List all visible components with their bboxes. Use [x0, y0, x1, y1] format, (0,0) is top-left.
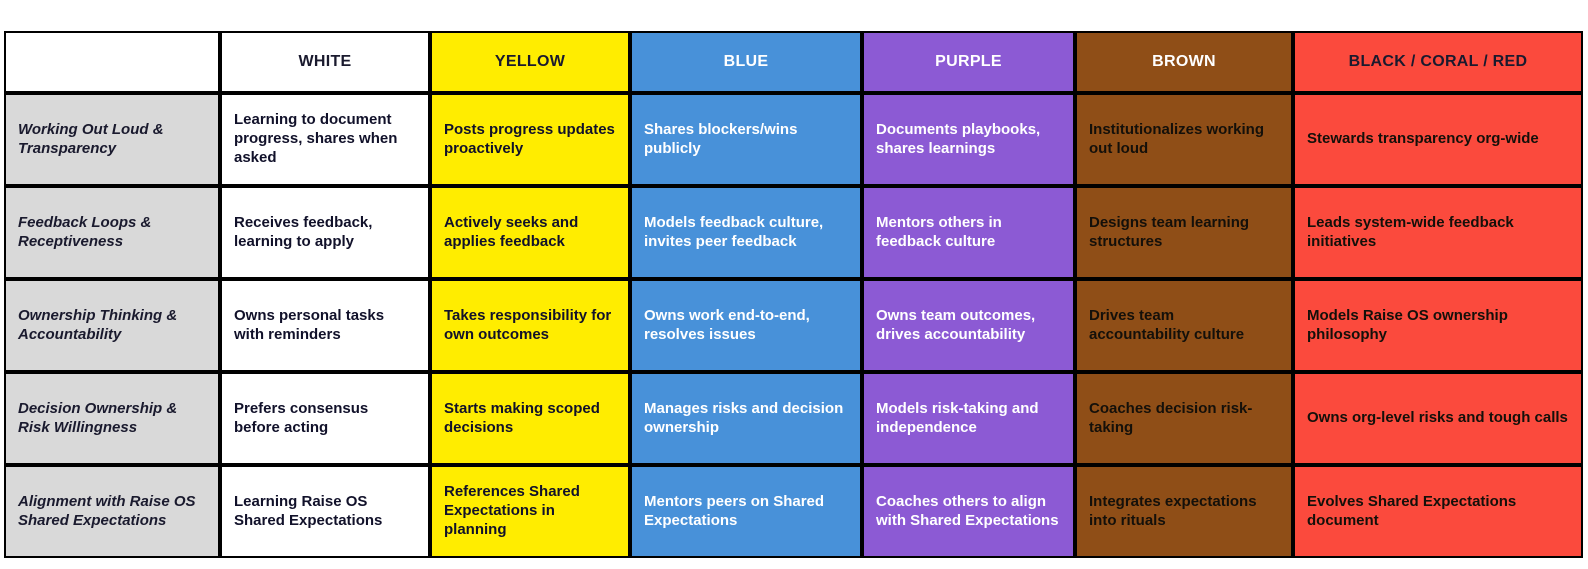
- cell-blue-r5: Mentors peers on Shared Expectations: [630, 465, 862, 558]
- cell-yellow-r3: Takes responsibility for own outcomes: [430, 279, 630, 372]
- cell-purple-r3: Owns team outcomes, drives accountabilit…: [862, 279, 1075, 372]
- cell-white-r3: Owns personal tasks with reminders: [220, 279, 430, 372]
- table-row: Feedback Loops & Receptiveness Receives …: [4, 186, 1583, 279]
- cell-coral-r2: Leads system-wide feedback initiatives: [1293, 186, 1583, 279]
- cell-coral-r4: Owns org-level risks and tough calls: [1293, 372, 1583, 465]
- row-label-decision-ownership: Decision Ownership & Risk Willingness: [4, 372, 220, 465]
- cell-coral-r5: Evolves Shared Expectations document: [1293, 465, 1583, 558]
- cell-blue-r2: Models feedback culture, invites peer fe…: [630, 186, 862, 279]
- row-label-alignment-shared-expectations: Alignment with Raise OS Shared Expectati…: [4, 465, 220, 558]
- column-header-white: WHITE: [220, 31, 430, 93]
- cell-brown-r4: Coaches decision risk-taking: [1075, 372, 1293, 465]
- cell-yellow-r2: Actively seeks and applies feedback: [430, 186, 630, 279]
- cell-blue-r3: Owns work end-to-end, resolves issues: [630, 279, 862, 372]
- cell-purple-r5: Coaches others to align with Shared Expe…: [862, 465, 1075, 558]
- cell-brown-r5: Integrates expectations into rituals: [1075, 465, 1293, 558]
- row-label-working-out-loud: Working Out Loud & Transparency: [4, 93, 220, 186]
- cell-coral-r1: Stewards transparency org-wide: [1293, 93, 1583, 186]
- cell-brown-r2: Designs team learning structures: [1075, 186, 1293, 279]
- competency-matrix-table: WHITE YELLOW BLUE PURPLE BROWN BLACK / C…: [4, 31, 1583, 558]
- cell-blue-r1: Shares blockers/wins publicly: [630, 93, 862, 186]
- column-header-purple: PURPLE: [862, 31, 1075, 93]
- table-row: Alignment with Raise OS Shared Expectati…: [4, 465, 1583, 558]
- cell-purple-r2: Mentors others in feedback culture: [862, 186, 1075, 279]
- cell-white-r1: Learning to document progress, shares wh…: [220, 93, 430, 186]
- table-row: Decision Ownership & Risk Willingness Pr…: [4, 372, 1583, 465]
- column-header-black-coral-red: BLACK / CORAL / RED: [1293, 31, 1583, 93]
- cell-purple-r1: Documents playbooks, shares learnings: [862, 93, 1075, 186]
- cell-purple-r4: Models risk-taking and independence: [862, 372, 1075, 465]
- column-header-blue: BLUE: [630, 31, 862, 93]
- cell-brown-r3: Drives team accountability culture: [1075, 279, 1293, 372]
- cell-white-r2: Receives feedback, learning to apply: [220, 186, 430, 279]
- cell-yellow-r1: Posts progress updates proactively: [430, 93, 630, 186]
- row-label-feedback-loops: Feedback Loops & Receptiveness: [4, 186, 220, 279]
- table-row: Ownership Thinking & Accountability Owns…: [4, 279, 1583, 372]
- row-label-ownership-thinking: Ownership Thinking & Accountability: [4, 279, 220, 372]
- column-header-yellow: YELLOW: [430, 31, 630, 93]
- table-header-row: WHITE YELLOW BLUE PURPLE BROWN BLACK / C…: [4, 31, 1583, 93]
- cell-coral-r3: Models Raise OS ownership philosophy: [1293, 279, 1583, 372]
- cell-yellow-r4: Starts making scoped decisions: [430, 372, 630, 465]
- cell-yellow-r5: References Shared Expectations in planni…: [430, 465, 630, 558]
- cell-white-r5: Learning Raise OS Shared Expectations: [220, 465, 430, 558]
- header-corner-blank: [4, 31, 220, 93]
- column-header-brown: BROWN: [1075, 31, 1293, 93]
- cell-brown-r1: Institutionalizes working out loud: [1075, 93, 1293, 186]
- cell-white-r4: Prefers consensus before acting: [220, 372, 430, 465]
- table-row: Working Out Loud & Transparency Learning…: [4, 93, 1583, 186]
- cell-blue-r4: Manages risks and decision ownership: [630, 372, 862, 465]
